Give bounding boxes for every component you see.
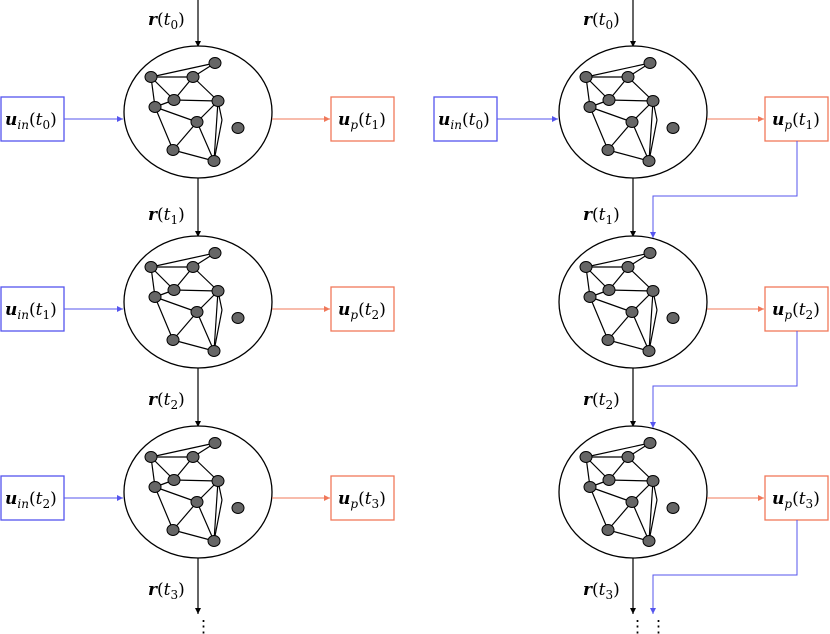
output-label-left-0: up(t1) xyxy=(338,110,386,132)
right-column: r(t0) r(t1) r(t2) r(t3) uin(t0) up(t1) u… xyxy=(433,0,829,634)
state-label-left-3: r(t3) xyxy=(148,580,185,602)
state-label-right-1: r(t1) xyxy=(583,205,620,227)
state-label-left-2: r(t2) xyxy=(148,390,185,412)
input-label-left-2: uin(t2) xyxy=(5,489,57,511)
output-label-right-2: up(t3) xyxy=(772,489,820,511)
reservoir-right-0 xyxy=(558,45,708,179)
output-label-left-1: up(t2) xyxy=(338,300,386,322)
input-label-left-0: uin(t0) xyxy=(5,110,57,132)
state-label-left-0: r(t0) xyxy=(148,10,185,32)
reservoir-left-2 xyxy=(123,425,273,559)
continuation-dots-right-feedback: ⋮ xyxy=(650,617,667,634)
reservoir-left-0 xyxy=(123,45,273,179)
state-label-right-3: r(t3) xyxy=(583,580,620,602)
output-label-right-0: up(t1) xyxy=(772,110,820,132)
state-label-right-2: r(t2) xyxy=(583,390,620,412)
state-label-left-1: r(t1) xyxy=(148,205,185,227)
reservoir-right-2 xyxy=(558,425,708,559)
input-label-left-1: uin(t1) xyxy=(5,300,57,322)
input-label-right-0: uin(t0) xyxy=(438,110,490,132)
continuation-dots-left: ⋮ xyxy=(195,617,212,634)
reservoir-left-1 xyxy=(123,235,273,369)
continuation-dots-right-state: ⋮ xyxy=(629,617,646,634)
state-label-right-0: r(t0) xyxy=(583,10,620,32)
output-label-left-2: up(t3) xyxy=(338,489,386,511)
reservoir-right-1 xyxy=(558,235,708,369)
output-label-right-1: up(t2) xyxy=(772,300,820,322)
left-column: r(t0) r(t1) r(t2) r(t3) uin(t0) uin(t1) … xyxy=(0,0,395,634)
